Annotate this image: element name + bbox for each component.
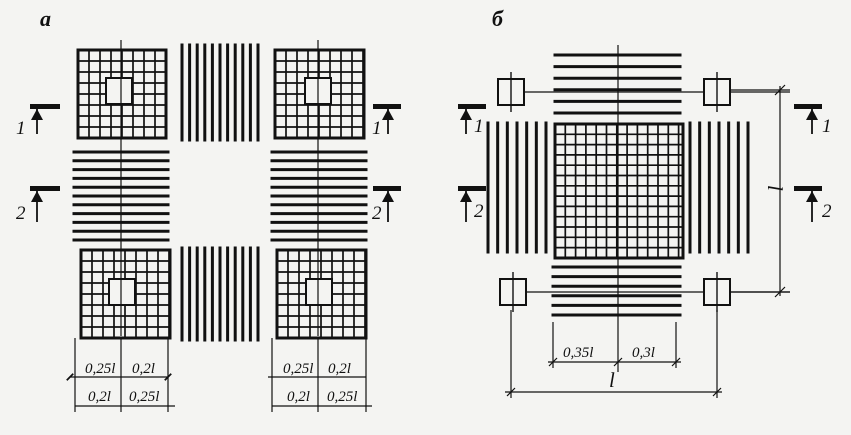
svg-text:1: 1 — [822, 116, 832, 137]
dim-0-3l: 0,3l — [632, 345, 655, 361]
panel-a: a 1 2 1 — [16, 6, 401, 412]
dim-0-2l: 0,2l — [88, 389, 111, 405]
svg-text:1: 1 — [372, 118, 382, 139]
section-marker-2-left: 2 — [16, 186, 60, 224]
panel-b-label: б — [492, 6, 504, 31]
section-marker-1-right: 1 — [794, 104, 832, 137]
dim-0-35l: 0,35l — [563, 345, 593, 361]
dim-0-25l: 0,25l — [327, 389, 357, 405]
slab-bars — [486, 53, 750, 317]
central-grid — [553, 122, 685, 260]
dim-0-25l: 0,25l — [283, 361, 313, 377]
svg-text:1: 1 — [474, 116, 484, 137]
svg-text:2: 2 — [474, 201, 484, 222]
panel-a-label: a — [40, 6, 51, 31]
section-marker-2-right: 2 — [794, 186, 832, 222]
dimensions-bottom — [505, 310, 722, 398]
section-marker-1-left: 1 — [458, 104, 486, 137]
column-opening — [108, 278, 136, 306]
dim-0-25l: 0,25l — [129, 389, 159, 405]
section-marker-1-left: 1 — [16, 104, 60, 139]
section-marker-2-left: 2 — [458, 186, 486, 222]
dim-0-2l: 0,2l — [328, 361, 351, 377]
dim-0-2l: 0,2l — [132, 361, 155, 377]
column-opening — [305, 278, 333, 306]
panel-b: б 1 2 — [458, 6, 832, 398]
dimensions-right — [268, 338, 372, 412]
span-vertical-label: l — [763, 185, 787, 191]
svg-text:2: 2 — [822, 201, 832, 222]
section-marker-2-right: 2 — [372, 186, 401, 224]
dim-0-25l: 0,25l — [85, 361, 115, 377]
vertical-span-dimension — [730, 84, 790, 298]
dimensions-left — [66, 338, 175, 412]
dim-0-2l: 0,2l — [287, 389, 310, 405]
svg-text:2: 2 — [16, 203, 26, 224]
section-marker-1-right: 1 — [372, 104, 401, 139]
svg-text:2: 2 — [372, 203, 382, 224]
column-opening — [105, 77, 133, 105]
svg-text:1: 1 — [16, 118, 26, 139]
column-marks — [497, 72, 731, 312]
span-horizontal-label: l — [609, 368, 615, 392]
